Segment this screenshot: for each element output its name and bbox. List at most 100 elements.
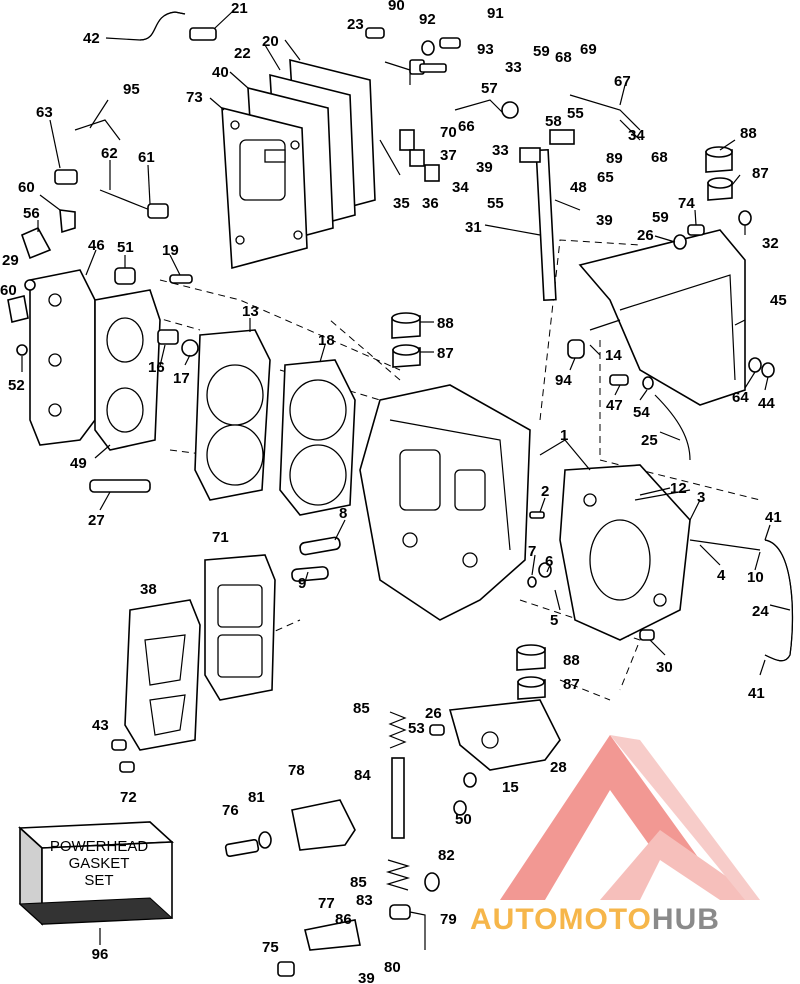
callout-75: 75 bbox=[262, 939, 279, 956]
mount-bracket-45 bbox=[535, 148, 746, 406]
callout-85-b: 85 bbox=[350, 874, 367, 891]
callout-78: 78 bbox=[288, 762, 305, 779]
callout-95: 95 bbox=[123, 81, 140, 98]
callout-43: 43 bbox=[92, 717, 109, 734]
callout-67: 67 bbox=[614, 73, 631, 90]
callout-34-b: 34 bbox=[628, 127, 645, 144]
callout-26-b: 26 bbox=[425, 705, 442, 722]
callout-58: 58 bbox=[545, 113, 562, 130]
callout-88-b: 88 bbox=[740, 125, 757, 142]
callout-64: 64 bbox=[732, 389, 749, 406]
callout-22: 22 bbox=[234, 45, 251, 62]
callout-87-c: 87 bbox=[563, 676, 580, 693]
hose-and-fitting bbox=[139, 11, 217, 41]
callout-12: 12 bbox=[670, 480, 687, 497]
callout-17: 17 bbox=[173, 370, 190, 387]
watermark-logo-mark bbox=[500, 735, 760, 900]
callout-48: 48 bbox=[570, 179, 587, 196]
callout-35: 35 bbox=[393, 195, 410, 212]
callout-20: 20 bbox=[262, 33, 279, 50]
callout-28: 28 bbox=[550, 759, 567, 776]
callout-73: 73 bbox=[186, 89, 203, 106]
callout-5: 5 bbox=[550, 612, 558, 629]
callout-41-a: 41 bbox=[765, 509, 782, 526]
callout-63: 63 bbox=[36, 104, 53, 121]
callout-68-b: 68 bbox=[651, 149, 668, 166]
callout-9: 9 bbox=[298, 575, 306, 592]
callout-92: 92 bbox=[419, 11, 436, 28]
gasket-kit-callout: 96 bbox=[91, 946, 109, 963]
watermark-brand-text: AUTOMOTOHUB bbox=[470, 903, 720, 937]
callout-27: 27 bbox=[88, 512, 105, 529]
rubber-mounts-top-right bbox=[705, 146, 733, 201]
rubber-mounts-center bbox=[391, 312, 421, 368]
callout-14: 14 bbox=[605, 347, 622, 364]
cylinder-head-assembly bbox=[194, 329, 356, 516]
callout-42: 42 bbox=[83, 30, 100, 47]
callout-85-a: 85 bbox=[353, 700, 370, 717]
callout-68-a: 68 bbox=[555, 49, 572, 66]
callout-76: 76 bbox=[222, 802, 239, 819]
callout-49: 49 bbox=[70, 455, 87, 472]
callout-74: 74 bbox=[678, 195, 695, 212]
callout-33-a: 33 bbox=[505, 59, 522, 76]
callout-32: 32 bbox=[762, 235, 779, 252]
small-parts-top-left bbox=[54, 119, 169, 219]
intake-cover-and-gasket bbox=[124, 554, 276, 751]
callout-71: 71 bbox=[212, 529, 229, 546]
callout-40: 40 bbox=[212, 64, 229, 81]
callout-94: 94 bbox=[555, 372, 572, 389]
callout-60-b: 60 bbox=[0, 282, 17, 299]
callout-87-a: 87 bbox=[437, 345, 454, 362]
brand-part-1: AUTOMOTO bbox=[470, 903, 652, 936]
callout-37: 37 bbox=[440, 147, 457, 164]
callout-30: 30 bbox=[656, 659, 673, 676]
gasket-kit-label: POWERHEAD GASKET SET bbox=[40, 838, 158, 889]
callout-53: 53 bbox=[408, 720, 425, 737]
callout-3: 3 bbox=[697, 489, 705, 506]
callout-83: 83 bbox=[356, 892, 373, 909]
callout-7: 7 bbox=[528, 543, 536, 560]
callout-39-a: 39 bbox=[476, 159, 493, 176]
fasteners bbox=[16, 27, 775, 977]
callout-15: 15 bbox=[502, 779, 519, 796]
callout-24: 24 bbox=[752, 603, 769, 620]
callout-80: 80 bbox=[384, 959, 401, 976]
callout-72: 72 bbox=[120, 789, 137, 806]
callout-88-c: 88 bbox=[563, 652, 580, 669]
callout-25: 25 bbox=[641, 432, 658, 449]
callout-60-a: 60 bbox=[18, 179, 35, 196]
callout-6: 6 bbox=[545, 553, 553, 570]
kit-label-line-2: GASKET bbox=[68, 855, 130, 872]
callout-88-a: 88 bbox=[437, 315, 454, 332]
callout-21: 21 bbox=[231, 0, 248, 17]
callout-56: 56 bbox=[23, 205, 40, 222]
callout-1: 1 bbox=[560, 427, 568, 444]
callout-4: 4 bbox=[717, 567, 726, 584]
callout-41-b: 41 bbox=[748, 685, 765, 702]
callout-81: 81 bbox=[248, 789, 265, 806]
callout-87-b: 87 bbox=[752, 165, 769, 182]
callout-82: 82 bbox=[438, 847, 455, 864]
callout-2: 2 bbox=[541, 483, 549, 500]
callout-47: 47 bbox=[606, 397, 623, 414]
callout-55-a: 55 bbox=[567, 105, 584, 122]
callout-29: 29 bbox=[2, 252, 19, 269]
callout-8: 8 bbox=[339, 505, 347, 522]
callout-93: 93 bbox=[477, 41, 494, 58]
callout-54: 54 bbox=[633, 404, 650, 421]
bottom-mount-28 bbox=[448, 644, 561, 771]
callout-18: 18 bbox=[318, 332, 335, 349]
callout-45: 45 bbox=[770, 292, 787, 309]
exhaust-cover-left bbox=[7, 209, 161, 451]
gasket-kit-box bbox=[18, 821, 174, 945]
callout-38: 38 bbox=[140, 581, 157, 598]
callout-39-c: 39 bbox=[358, 970, 375, 984]
callout-13: 13 bbox=[242, 303, 259, 320]
callout-57: 57 bbox=[481, 80, 498, 97]
callout-69: 69 bbox=[580, 41, 597, 58]
bottom-linkage-parts bbox=[291, 711, 426, 951]
callout-51: 51 bbox=[117, 239, 134, 256]
cover-gasket-stack bbox=[221, 58, 376, 270]
